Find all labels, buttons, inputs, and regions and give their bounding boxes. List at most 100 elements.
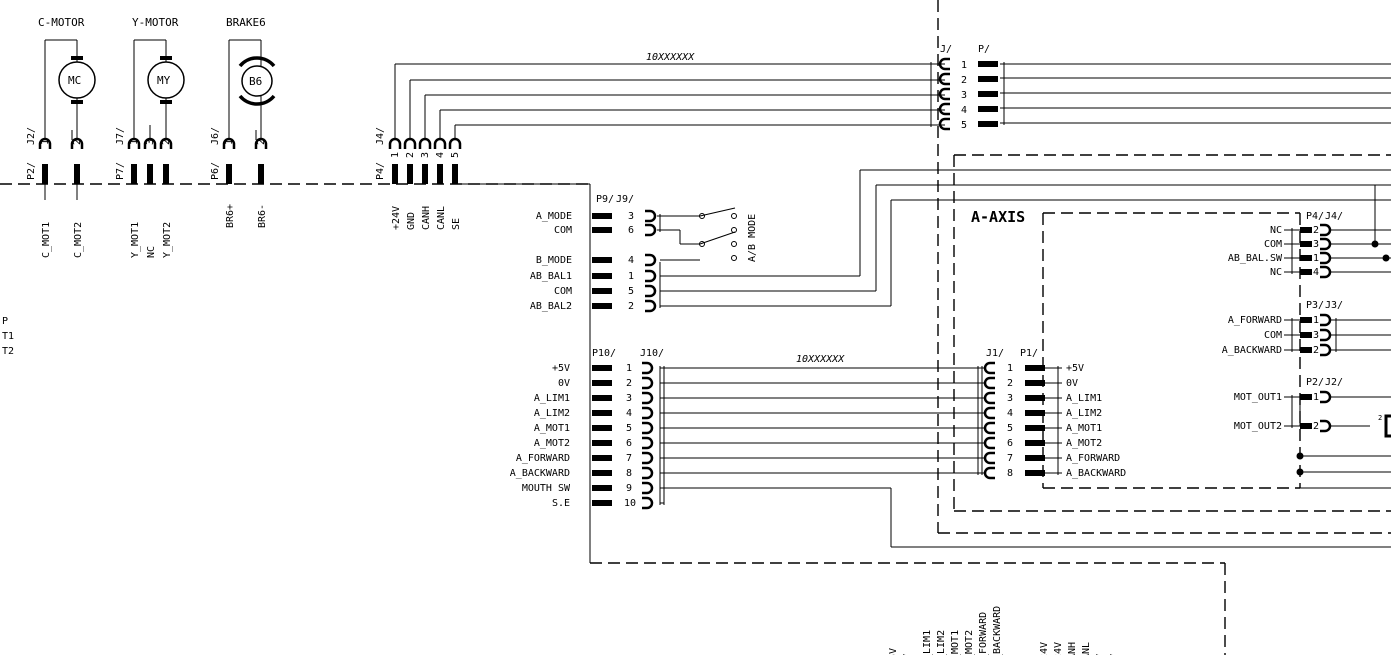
j1-label: J1/ <box>986 348 1004 359</box>
svg-text:1: 1 <box>1313 253 1319 264</box>
brake-title: BRAKE6 <box>226 16 266 29</box>
svg-text:C_MOT1: C_MOT1 <box>41 222 52 258</box>
p4-axis-label: P4/ <box>1306 211 1324 222</box>
j4-axis-label: J4/ <box>1325 211 1343 222</box>
svg-text:9: 9 <box>626 483 632 494</box>
svg-text:2: 2 <box>628 301 634 312</box>
svg-text:1: 1 <box>224 139 235 145</box>
svg-text:2: 2 <box>1313 225 1319 236</box>
brake-symbol: B6 <box>249 75 262 88</box>
junction-dot <box>1371 240 1379 248</box>
svg-text:5: 5 <box>450 152 461 158</box>
svg-text:A_LIM2: A_LIM2 <box>1066 408 1102 419</box>
svg-text:_FORWARD: _FORWARD <box>978 612 989 655</box>
svg-text:V: V <box>902 654 913 655</box>
svg-text:4: 4 <box>628 255 634 266</box>
svg-text:A_FORWARD: A_FORWARD <box>1228 315 1282 326</box>
svg-text:ANL: ANL <box>1081 642 1092 655</box>
svg-text:1: 1 <box>961 60 967 71</box>
switch-contact <box>731 227 737 233</box>
svg-text:T2: T2 <box>2 346 14 357</box>
j6-label: J6/ <box>210 127 221 145</box>
svg-text:3: 3 <box>145 139 156 145</box>
junction-dot <box>1296 452 1304 460</box>
svg-text:1: 1 <box>390 152 401 158</box>
svg-text:2: 2 <box>1313 345 1319 356</box>
junction-dot <box>1296 468 1304 476</box>
svg-text:A_BACKWARD: A_BACKWARD <box>1222 345 1282 356</box>
svg-text:COM: COM <box>1264 239 1282 250</box>
p2-axis-label: P2/ <box>1306 377 1324 388</box>
j4-p4-connector: J4/ 1 2 3 4 5 P4/ +24V GND CANH CANL SE <box>375 127 462 230</box>
svg-text:2: 2 <box>72 139 83 145</box>
svg-text:A_FORWARD: A_FORWARD <box>516 453 570 464</box>
top-cable-label: 10XXXXXX <box>646 52 695 63</box>
svg-text:4: 4 <box>1007 408 1013 419</box>
p10-label: P10/ <box>592 348 616 359</box>
svg-text:5: 5 <box>1007 423 1013 434</box>
svg-text:1: 1 <box>628 271 634 282</box>
svg-text:7: 7 <box>1007 453 1013 464</box>
p9-label: P9/ <box>596 194 614 205</box>
svg-text:1: 1 <box>1313 315 1319 326</box>
svg-text:Y_MOT2: Y_MOT2 <box>162 222 173 258</box>
svg-text:_BACKWARD: _BACKWARD <box>992 606 1003 655</box>
svg-text:4: 4 <box>1313 267 1319 278</box>
svg-text:5: 5 <box>628 286 634 297</box>
svg-text:CANL: CANL <box>436 206 447 230</box>
svg-text:_LIM2: _LIM2 <box>936 630 947 655</box>
svg-text:A_MOT2: A_MOT2 <box>534 438 570 449</box>
svg-text:C_MOT2: C_MOT2 <box>73 222 84 258</box>
svg-text:MOT_OUT1: MOT_OUT1 <box>1234 392 1282 403</box>
svg-text:V: V <box>1109 654 1120 655</box>
svg-text:3: 3 <box>626 393 632 404</box>
p10-j10-connector: P10/ J10/ +5V 0V A_LIM1 A_LIM2 A_MOT1 A_… <box>510 348 664 510</box>
y-motor-symbol: MY <box>157 74 171 87</box>
svg-text:B_MODE: B_MODE <box>536 255 572 266</box>
svg-text:5: 5 <box>961 120 967 131</box>
svg-text:2: 2 <box>405 152 416 158</box>
svg-text:8: 8 <box>626 468 632 479</box>
svg-text:3: 3 <box>1313 330 1319 341</box>
bottom-signal-labels: 5V V _LIM1 _LIM2 _MOT1 _MOT2 _FORWARD _B… <box>888 606 1120 655</box>
svg-text:A_LIM1: A_LIM1 <box>1066 393 1102 404</box>
svg-text:3: 3 <box>961 90 967 101</box>
j7-p7-connector: J7/ 1 3 2 P7/ Y_MOT1 NC Y_MOT2 <box>115 127 173 258</box>
svg-text:6: 6 <box>628 225 634 236</box>
brake-six: BRAKE6 B6 <box>226 16 276 106</box>
svg-text:1: 1 <box>1313 392 1319 403</box>
j4-label: J4/ <box>375 127 386 145</box>
svg-text:+5V: +5V <box>552 363 570 374</box>
svg-text:4: 4 <box>435 152 446 158</box>
j6-p6-connector: J6/ 1 2 P6/ BR6+ BR6- <box>210 127 268 228</box>
svg-text:5: 5 <box>626 423 632 434</box>
svg-text:S.E: S.E <box>552 498 570 509</box>
c-motor-symbol: MC <box>68 74 81 87</box>
switch-contact <box>699 241 705 247</box>
j2-p2-connector: J2/ 1 2 P2/ C_MOT1 C_MOT2 <box>26 127 84 258</box>
svg-text:T1: T1 <box>2 331 14 342</box>
svg-text:COM: COM <box>1264 330 1282 341</box>
p3-j3-connector: P3/ J3/ A_FORWARD COM A_BACKWARD 1 3 2 <box>1222 300 1343 357</box>
svg-text:NC: NC <box>1270 267 1282 278</box>
j2-axis-label: J2/ <box>1325 377 1343 388</box>
p4-label: P4/ <box>375 162 386 180</box>
svg-text:_LIM1: _LIM1 <box>922 630 933 655</box>
switch-contact <box>731 241 737 247</box>
c-motor: C-MOTOR MC <box>38 16 96 104</box>
svg-text:AB_BAL1: AB_BAL1 <box>530 271 572 282</box>
svg-text:A_MODE: A_MODE <box>536 211 572 222</box>
svg-text:24V: 24V <box>1053 642 1064 655</box>
svg-text:0V: 0V <box>1066 378 1078 389</box>
p1-label: P1/ <box>1020 348 1038 359</box>
svg-text:5V: 5V <box>888 648 899 655</box>
svg-text:_MOT2: _MOT2 <box>964 630 975 655</box>
j3-label: J3/ <box>1325 300 1343 311</box>
svg-text:A_MOT2: A_MOT2 <box>1066 438 1102 449</box>
j10-label: J10/ <box>640 348 664 359</box>
junction-dot <box>1382 254 1390 262</box>
svg-text:+5V: +5V <box>1066 363 1084 374</box>
junction-dots <box>699 213 1390 476</box>
svg-text:MOUTH SW: MOUTH SW <box>522 483 571 494</box>
svg-text:2: 2 <box>626 378 632 389</box>
